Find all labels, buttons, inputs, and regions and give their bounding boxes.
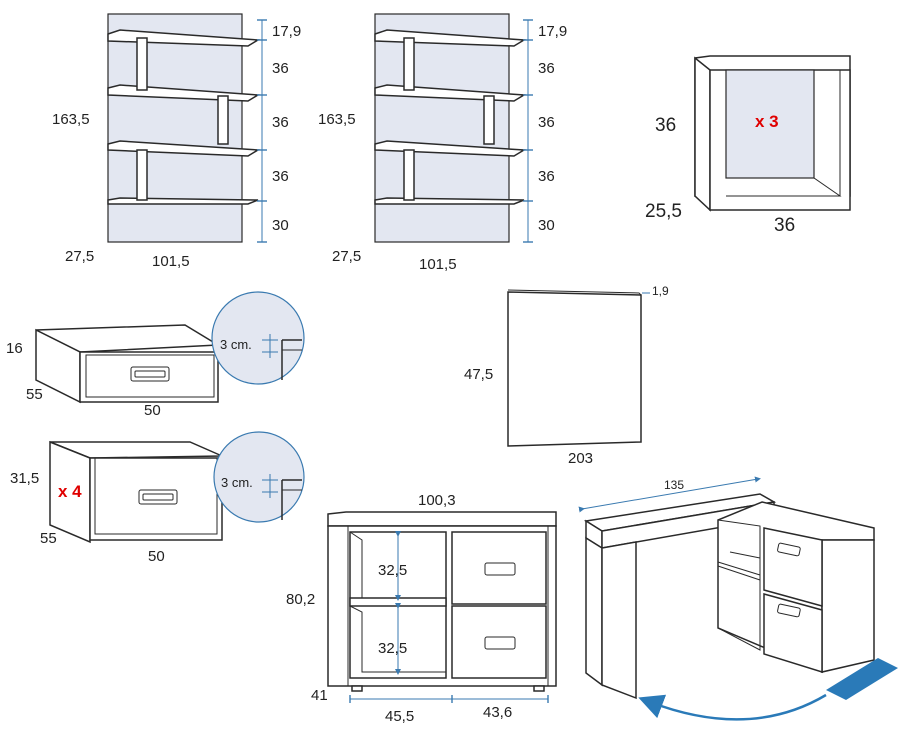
- spacing-top-label: 17,9: [538, 23, 567, 40]
- panel: 1,9 47,5 203: [464, 284, 669, 467]
- small-drawer-detail-circle: 3 cm.: [211, 291, 305, 385]
- cube-width-label: 36: [774, 215, 795, 236]
- spacing-4-label: 36: [538, 168, 555, 185]
- desk-depth-label: 41: [311, 687, 328, 704]
- cube-height-label: 36: [655, 115, 676, 136]
- drawer-small: 16 55 50 3 cm.: [6, 291, 305, 419]
- corner-desk: 135: [578, 476, 898, 721]
- desk-cell-bottom-label: 32,5: [378, 640, 407, 657]
- spacing-4-label: 36: [272, 168, 289, 185]
- shelf-dividers: [136, 37, 229, 201]
- panel-height-label: 47,5: [464, 366, 493, 383]
- small-drawer-depth-label: 55: [26, 386, 43, 403]
- large-drawer-detail-label: 3 cm.: [221, 475, 253, 490]
- small-drawer-width-label: 50: [144, 402, 161, 419]
- shelf-depth-label: 27,5: [332, 248, 361, 265]
- shelf-height-label: 163,5: [318, 111, 356, 128]
- floor-marker: [826, 658, 898, 700]
- spacing-3-label: 36: [538, 114, 555, 131]
- shelf-dividers: [403, 37, 495, 201]
- spacing-2-label: 36: [538, 60, 555, 77]
- small-drawer-detail-label: 3 cm.: [220, 337, 252, 352]
- panel-width-label: 203: [568, 450, 593, 467]
- desk-width-label: 100,3: [418, 492, 456, 509]
- shelf-width-label: 101,5: [152, 253, 190, 270]
- spacing-bottom-label: 30: [272, 217, 289, 234]
- large-drawer-depth-label: 55: [40, 530, 57, 547]
- shelf-height-label: 163,5: [52, 111, 90, 128]
- desk-bottom-left-label: 45,5: [385, 708, 414, 725]
- shelf-width-label: 101,5: [419, 256, 457, 273]
- large-drawer-width-label: 50: [148, 548, 165, 565]
- cube-quantity-label: x 3: [755, 112, 779, 131]
- shelf-depth-label: 27,5: [65, 248, 94, 265]
- large-drawer-height-label: 31,5: [10, 470, 39, 487]
- drawer-large: 31,5 x 4 55 50 3 cm.: [10, 431, 305, 565]
- small-drawer-height-label: 16: [6, 340, 23, 357]
- corner-desk-length-label: 135: [664, 478, 684, 492]
- shelf-unit-left: 17,9 36 36 36 30 163,5 27,5 101,5: [52, 13, 301, 270]
- shelf-unit-right: 17,9 36 36 36 30 163,5 27,5 101,5: [318, 13, 567, 273]
- spacing-2-label: 36: [272, 60, 289, 77]
- desk-bottom-right-label: 43,6: [483, 704, 512, 721]
- large-drawer-quantity-label: x 4: [58, 482, 82, 501]
- cube-depth-label: 25,5: [645, 201, 682, 222]
- panel-thickness-label: 1,9: [652, 284, 669, 298]
- desk-cell-top-label: 32,5: [378, 562, 407, 579]
- cube-module: x 3 36 25,5 36: [645, 55, 851, 236]
- shelf-dimension-line: [523, 19, 533, 243]
- spacing-top-label: 17,9: [272, 23, 301, 40]
- desk-height-label: 80,2: [286, 591, 315, 608]
- spacing-3-label: 36: [272, 114, 289, 131]
- shelf-dimension-line: [257, 19, 267, 243]
- large-drawer-detail-circle: 3 cm.: [213, 431, 305, 523]
- rotation-arrow-icon: [638, 693, 827, 721]
- desk-unit: 100,3 80,2 32,5 32,5 41 45,5 43,6: [286, 492, 557, 725]
- spacing-bottom-label: 30: [538, 217, 555, 234]
